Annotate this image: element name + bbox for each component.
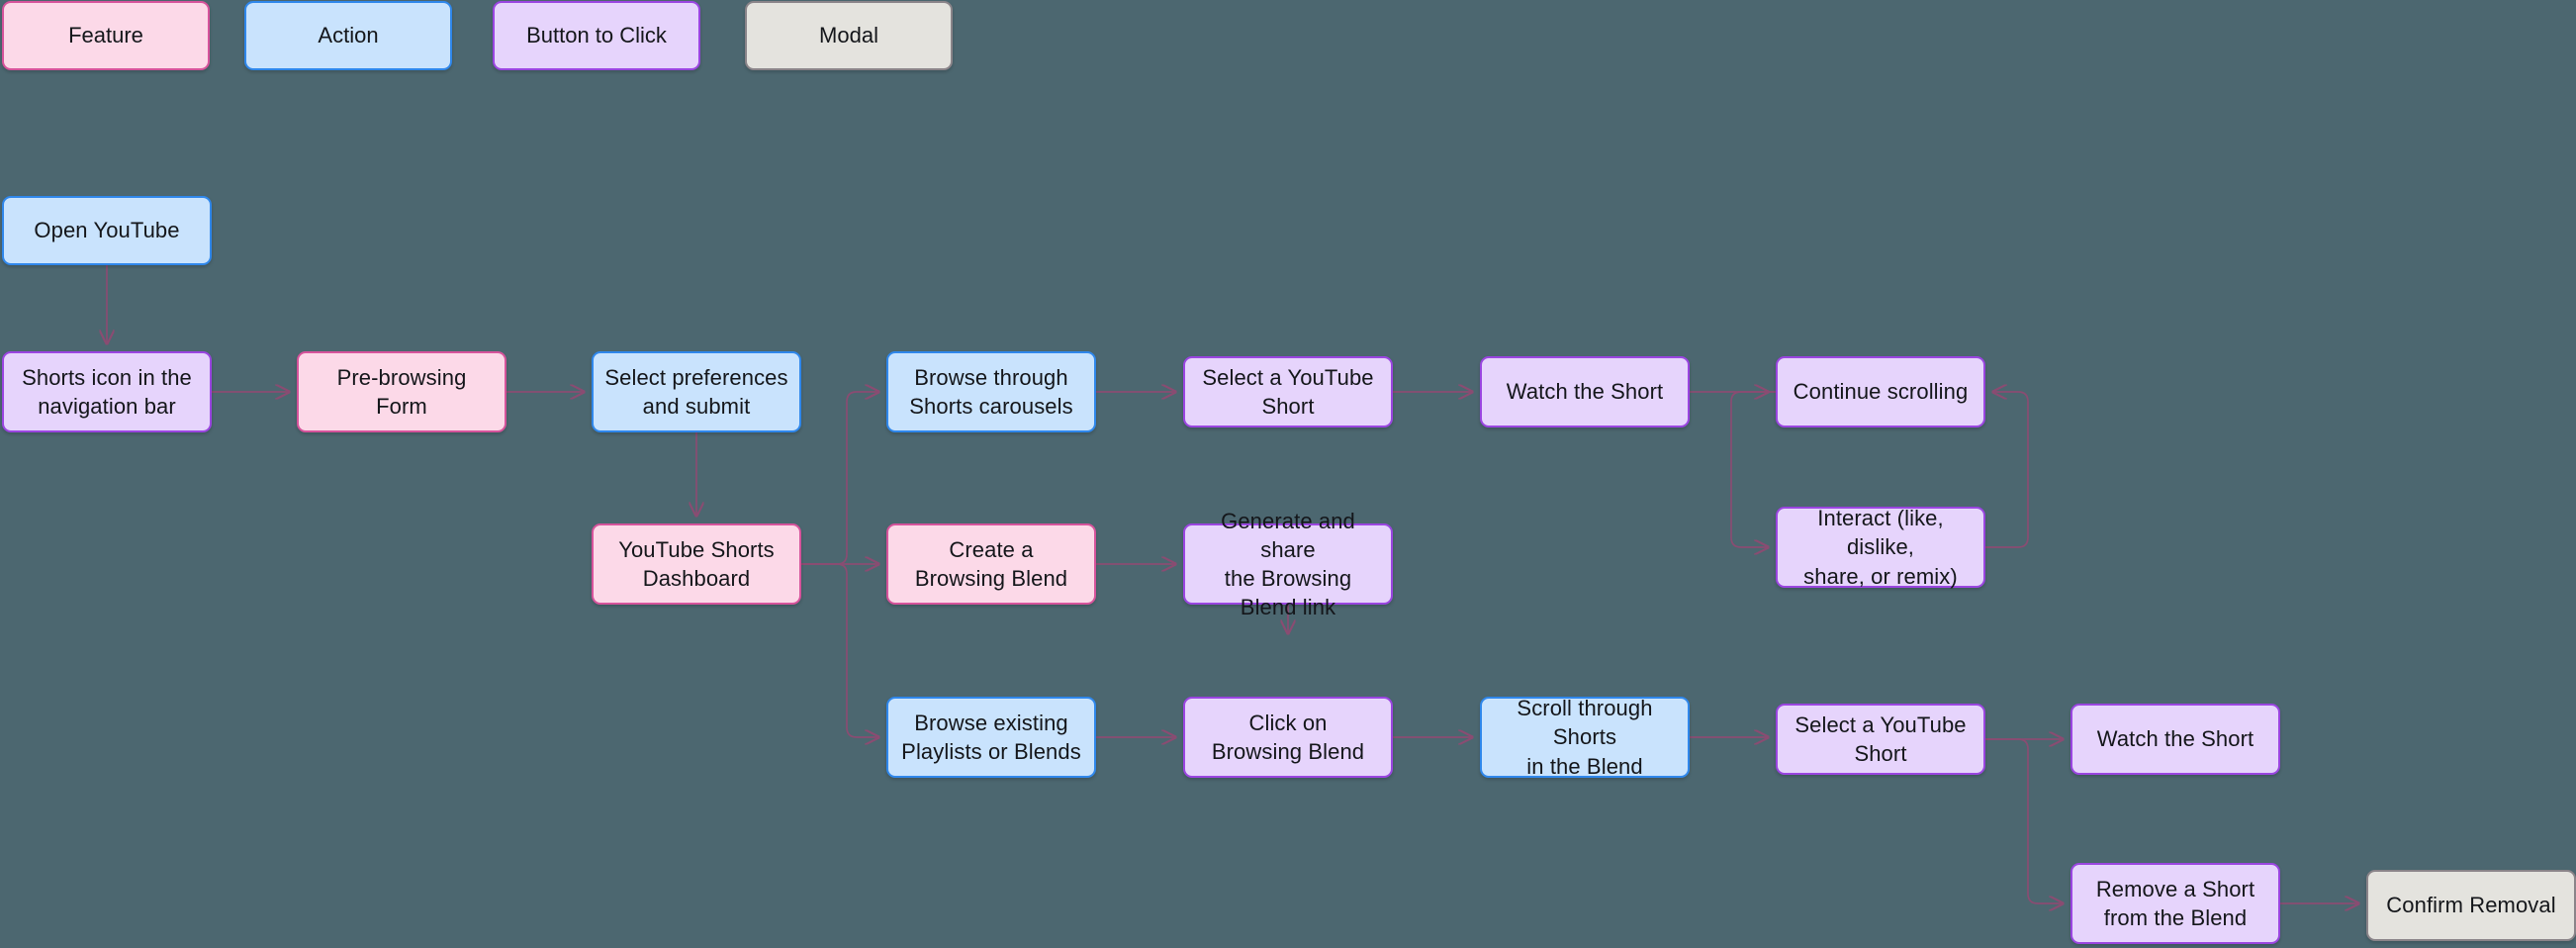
legend-item-label: Button to Click: [526, 23, 667, 47]
node-interact[interactable]: Interact (like, dislike, share, or remix…: [1776, 506, 1985, 589]
node-pre-browsing-form[interactable]: Pre-browsing Form: [297, 351, 506, 432]
node-label: Click on Browsing Blend: [1211, 710, 1365, 764]
node-label: Browse through Shorts carousels: [909, 364, 1073, 419]
edge-interact-to-continue-scrolling: [1985, 392, 2029, 548]
node-browse-carousels[interactable]: Browse through Shorts carousels: [886, 351, 1096, 432]
node-label: Select a YouTube Short: [1202, 364, 1374, 419]
node-label: Open YouTube: [34, 218, 180, 243]
legend-item-feature: Feature: [2, 1, 210, 70]
node-shorts-icon[interactable]: Shorts icon in the navigation bar: [2, 351, 212, 432]
node-scroll-shorts-blend[interactable]: Scroll through Shorts in the Blend: [1480, 696, 1690, 779]
node-confirm-removal[interactable]: Confirm Removal: [2366, 870, 2576, 941]
edge-shorts-dashboard-to-browse-carousels: [801, 392, 878, 565]
node-label: Create a Browsing Blend: [914, 536, 1068, 591]
legend-item-label: Modal: [819, 23, 878, 47]
legend-item-label: Action: [318, 23, 379, 47]
node-select-preferences[interactable]: Select preferences and submit: [592, 351, 801, 432]
node-generate-share-link[interactable]: Generate and share the Browsing Blend li…: [1183, 509, 1393, 619]
node-create-blend[interactable]: Create a Browsing Blend: [886, 523, 1096, 605]
node-click-browsing-blend[interactable]: Click on Browsing Blend: [1183, 697, 1393, 778]
node-label: Watch the Short: [1506, 379, 1664, 405]
node-label: Browse existing Playlists or Blends: [901, 710, 1081, 764]
node-label: Continue scrolling: [1793, 379, 1969, 405]
node-continue-scrolling[interactable]: Continue scrolling: [1776, 356, 1985, 427]
node-open-youtube[interactable]: Open YouTube: [2, 196, 212, 265]
node-label: Pre-browsing Form: [336, 364, 467, 419]
node-label: Confirm Removal: [2386, 893, 2556, 918]
legend-item-modal: Modal: [745, 1, 953, 70]
node-label: Select a YouTube Short: [1794, 711, 1967, 766]
node-label: YouTube Shorts Dashboard: [618, 536, 775, 591]
edge-select-short-2-to-remove-short: [1985, 738, 2063, 903]
legend-item-button: Button to Click: [493, 1, 700, 70]
node-browse-playlists[interactable]: Browse existing Playlists or Blends: [886, 697, 1096, 778]
node-label: Generate and share the Browsing Blend li…: [1221, 508, 1355, 620]
node-label: Interact (like, dislike, share, or remix…: [1803, 506, 1958, 589]
node-label: Remove a Short from the Blend: [2095, 876, 2255, 930]
node-watch-short-2[interactable]: Watch the Short: [2070, 704, 2280, 775]
node-label: Scroll through Shorts in the Blend: [1517, 696, 1653, 779]
node-label: Watch the Short: [2096, 726, 2254, 752]
node-label: Shorts icon in the navigation bar: [22, 364, 192, 419]
node-remove-short[interactable]: Remove a Short from the Blend: [2070, 863, 2280, 944]
edge-shorts-dashboard-to-browse-playlists: [801, 563, 878, 737]
node-label: Select preferences and submit: [604, 364, 788, 419]
edge-continue-scrolling-to-interact: [1730, 391, 1776, 547]
node-shorts-dashboard[interactable]: YouTube Shorts Dashboard: [592, 523, 801, 605]
legend-item-label: Feature: [68, 23, 143, 47]
node-watch-short-1[interactable]: Watch the Short: [1480, 356, 1690, 427]
node-select-short-2[interactable]: Select a YouTube Short: [1776, 704, 1985, 775]
node-select-short-1[interactable]: Select a YouTube Short: [1183, 356, 1393, 427]
legend-item-action: Action: [244, 1, 452, 70]
